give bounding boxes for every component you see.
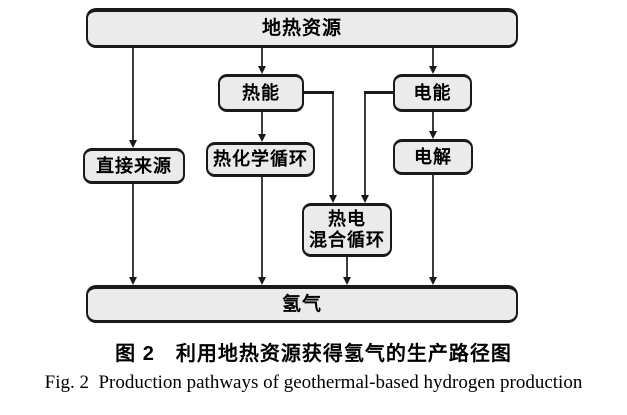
connector-electric-elbow <box>364 91 394 94</box>
arrowhead-heat-into-hybrid <box>329 195 337 203</box>
connector-geothermal-to-electric <box>432 48 434 68</box>
figure-caption-english: Fig. 2 Production pathways of geothermal… <box>44 372 583 393</box>
arrowhead-into-direct <box>129 140 137 148</box>
connector-geothermal-to-direct <box>132 48 134 140</box>
node-thermochemical-cycle: 热化学循环 <box>206 142 315 177</box>
arrowhead-electric-into-hybrid <box>361 195 369 203</box>
arrowhead-into-electric <box>429 66 437 74</box>
connector-thermochemical-to-hydrogen <box>261 177 263 278</box>
node-hydrogen: 氢气 <box>86 285 518 323</box>
connector-electric-to-electrolysis <box>432 112 434 132</box>
node-thermoelectric-hybrid-line2: 混合循环 <box>309 230 385 250</box>
connector-direct-to-hydrogen <box>132 184 134 278</box>
connector-heat-to-hybrid <box>332 91 334 196</box>
arrowhead-into-electrolysis <box>429 131 437 139</box>
node-electrolysis: 电解 <box>393 139 473 175</box>
connector-geothermal-to-heat <box>261 48 263 68</box>
node-thermoelectric-hybrid-line1: 热电 <box>328 209 366 230</box>
arrowhead-thermochemical-into-hydrogen <box>258 277 266 285</box>
connector-electric-to-hybrid <box>364 91 366 196</box>
connector-heat-elbow <box>303 91 334 94</box>
arrowhead-electrolysis-into-hydrogen <box>429 277 437 285</box>
node-geothermal-resources: 地热资源 <box>86 8 518 48</box>
arrowhead-into-heat <box>258 66 266 74</box>
node-direct-source: 直接来源 <box>83 148 185 184</box>
arrowhead-direct-into-hydrogen <box>129 277 137 285</box>
node-electric-energy: 电能 <box>393 74 472 112</box>
connector-heat-to-thermochemical <box>261 112 263 135</box>
arrowhead-hybrid-into-hydrogen <box>343 277 351 285</box>
connector-electrolysis-to-hydrogen <box>432 175 434 278</box>
connector-hybrid-to-hydrogen <box>346 257 348 278</box>
node-thermoelectric-hybrid-cycle: 热电 混合循环 <box>302 203 392 257</box>
arrowhead-into-thermochemical <box>258 134 266 142</box>
node-heat-energy: 热能 <box>218 74 304 112</box>
figure-caption-chinese: 图 2 利用地热资源获得氢气的生产路径图 <box>115 343 512 365</box>
